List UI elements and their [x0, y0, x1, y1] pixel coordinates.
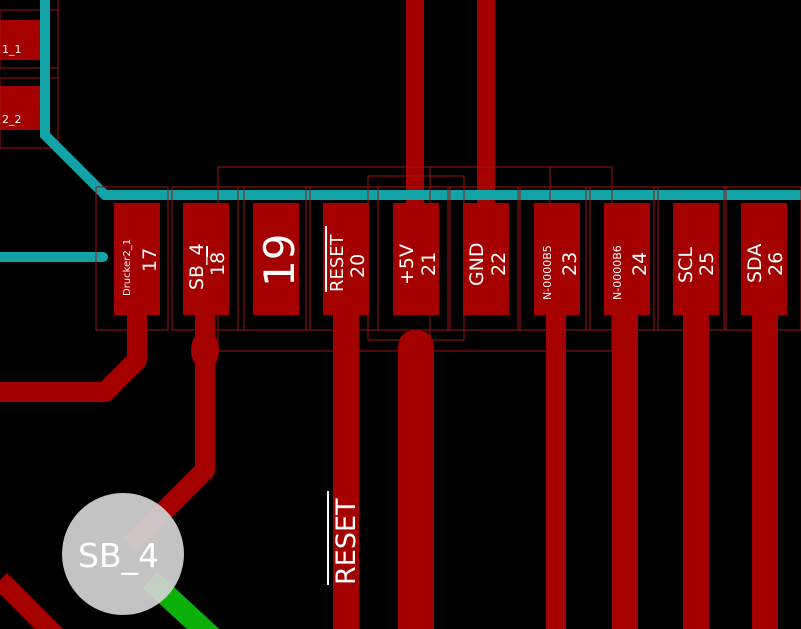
cyan-track[interactable] — [40, 0, 801, 200]
reset-trace-label-group: RESET — [327, 491, 362, 585]
trace-24[interactable] — [612, 300, 638, 629]
pad-18[interactable] — [183, 203, 229, 315]
left-pad-2-outline — [0, 77, 59, 149]
pad-20[interactable] — [323, 203, 369, 315]
left-pad-group: 1_1 2_2 — [0, 0, 59, 149]
pad-19[interactable] — [253, 203, 299, 315]
pad-24[interactable] — [604, 203, 650, 315]
pad-26-num: 26 — [765, 252, 787, 276]
trace-25[interactable] — [683, 300, 709, 629]
pad-25-num: 25 — [696, 252, 718, 276]
trace-20[interactable] — [333, 300, 359, 629]
pad-25-net: SCL — [675, 247, 697, 283]
left-pad-1-label: 1_1 — [2, 43, 22, 56]
left-pad-2-label: 2_2 — [2, 113, 22, 126]
pad-18-net: SB_4 — [186, 243, 208, 290]
trace-18-neck — [191, 330, 219, 370]
pad-25[interactable] — [673, 203, 719, 315]
pad-20-net: RESET — [327, 233, 348, 292]
pad-22[interactable] — [463, 203, 509, 315]
pad-21-net: +5V — [396, 244, 418, 285]
trace-17[interactable] — [0, 300, 147, 402]
pad-labels: Drucker2_1 17 SB_4 18 19 RESET 20 +5V 21… — [122, 226, 787, 300]
pad-22-net: GND — [466, 242, 488, 286]
pad-17-num: 17 — [139, 248, 161, 272]
trace-21[interactable] — [398, 330, 434, 629]
via-sb4[interactable] — [62, 493, 184, 615]
pad-21[interactable] — [393, 203, 439, 315]
pad-22-num: 22 — [488, 252, 510, 276]
pad-23-num: 23 — [559, 252, 581, 276]
trace-lower-left[interactable] — [0, 572, 64, 629]
pad-24-net: N-0000B6 — [611, 245, 624, 300]
trace-gnd-top[interactable] — [477, 0, 495, 205]
trace-5v-top[interactable] — [406, 0, 424, 205]
pad-26-net: SDA — [744, 244, 766, 283]
pad-24-num: 24 — [629, 252, 651, 276]
reset-trace-label: RESET — [331, 498, 362, 585]
via-sb4-label: SB_4 — [78, 536, 159, 575]
pad-19-num: 19 — [255, 234, 304, 287]
left-pad-1[interactable] — [0, 20, 42, 60]
pad-20-num: 20 — [347, 254, 369, 278]
pad-row — [114, 203, 787, 315]
bottom-traces — [0, 300, 778, 629]
pad-23[interactable] — [534, 203, 580, 315]
pad-21-num: 21 — [418, 252, 440, 276]
pad-23-net: N-0000B5 — [541, 245, 554, 300]
pad-26[interactable] — [741, 203, 787, 315]
trace-23[interactable] — [546, 300, 566, 629]
pad-18-num: 18 — [207, 252, 229, 276]
pad-17-net: Drucker2_1 — [122, 239, 133, 296]
trace-26[interactable] — [752, 300, 778, 629]
pad-17[interactable] — [114, 203, 160, 315]
left-pad-2[interactable] — [0, 86, 42, 130]
